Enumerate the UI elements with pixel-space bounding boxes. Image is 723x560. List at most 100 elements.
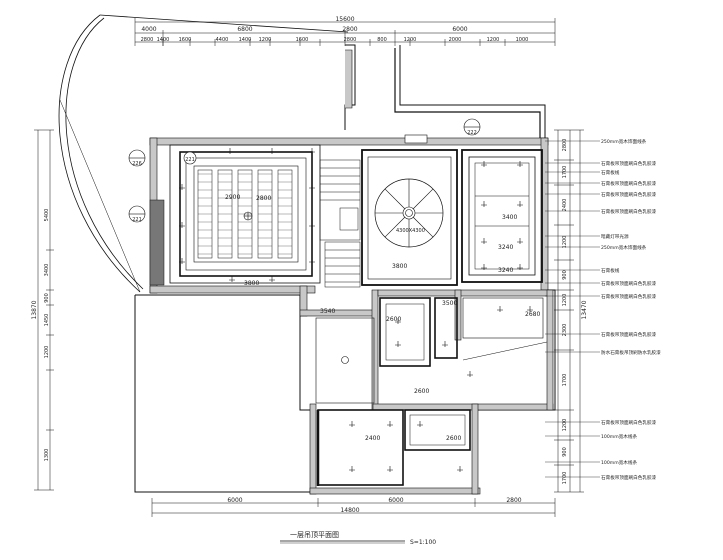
downlight-icon: [387, 421, 393, 427]
note-text: 石膏板吊顶面刷白色乳胶漆: [601, 419, 657, 426]
material-notes: 250mm宽木饰面线条石膏板吊顶面刷白色乳胶漆石膏板线石膏板吊顶面刷白色乳胶漆石…: [545, 138, 661, 481]
note-text: 100mm宽木线条: [601, 433, 637, 440]
dome-rib: [384, 217, 405, 238]
dim-label: 1700: [562, 472, 568, 485]
downlight-icon: [517, 201, 523, 207]
downlight-icon: [387, 466, 393, 472]
drawing-title: 一层吊顶平面图: [290, 531, 339, 539]
downlight-icon: [179, 258, 185, 264]
living-room-lights: [243, 211, 253, 221]
downlight-icon: [349, 421, 355, 427]
dim-label: 1200: [44, 346, 50, 359]
room-height-label: 2680: [525, 311, 540, 318]
note-text: 石膏板吊顶面刷白色乳胶漆: [601, 208, 657, 215]
right-row-labels: 2800 1700 2400 1200 900 1200 2300 1700 1…: [562, 139, 568, 485]
drawing-scale: S=1:100: [410, 539, 436, 546]
note-text: 暗藏灯带光源: [601, 233, 629, 240]
dim-label: 2800: [562, 139, 568, 152]
dim-label: 4000: [141, 26, 156, 33]
dim-label: 1450: [44, 314, 50, 327]
dim-label: 1200: [404, 37, 417, 43]
bottom-total-dim: 14800: [340, 507, 359, 514]
pendant-light-icon: [341, 356, 349, 364]
downlight-icon: [309, 258, 315, 264]
note-text: 石膏板吊顶面刷白色乳胶漆: [601, 180, 657, 187]
dome-size-label: 4300X4300: [396, 228, 425, 234]
curved-bay: [58, 14, 349, 293]
downlight-icon: [481, 161, 487, 167]
note-text: 石膏板线: [601, 169, 620, 176]
dim-label: 800: [377, 37, 387, 43]
downlight-icon: [179, 184, 185, 190]
note-text: 250mm宽木饰面线条: [601, 138, 647, 145]
room-height-label: 3500: [442, 300, 457, 307]
callout-label: 222: [467, 130, 477, 136]
dome-room: [361, 149, 458, 286]
note-text: 石膏板吊顶面刷白色乳胶漆: [601, 293, 657, 300]
note-text: 100mm宽木线条: [601, 459, 637, 466]
downlight-icon: [497, 306, 503, 312]
top-total-dim: 15600: [335, 16, 354, 23]
left-row-labels: 5400 3400 900 1450 1200 1300: [44, 209, 50, 462]
left-dimensions: [34, 129, 54, 491]
dome-ribs: [375, 179, 443, 247]
dim-label: 1200: [562, 294, 568, 307]
downlight-icon: [517, 264, 523, 270]
dim-label: 2800: [141, 37, 154, 43]
dim-label: 3400: [44, 264, 50, 277]
dim-label: 2800: [506, 497, 521, 504]
dim-label: 1200: [562, 419, 568, 432]
downlight-icon: [517, 161, 523, 167]
downlight-icon: [395, 341, 401, 347]
downlight-icon: [417, 421, 423, 427]
staircase: [319, 159, 361, 288]
note-text: 250mm宽木饰面线条: [601, 244, 647, 251]
bottom-dimensions: [151, 498, 556, 517]
dim-label: 6000: [452, 26, 467, 33]
downlight-icon: [269, 276, 275, 282]
dome-rib: [413, 188, 434, 209]
dome-rib: [413, 217, 434, 238]
dim-label: 900: [562, 270, 568, 280]
light-fixtures: [179, 148, 533, 472]
dim-label: 6000: [227, 497, 242, 504]
dim-label: 1400: [239, 37, 252, 43]
chimney: [404, 134, 428, 144]
note-text: 石膏板吊顶面刷白色乳胶漆: [601, 160, 657, 167]
room-height-label: 2400: [365, 435, 380, 442]
dim-label: 2800: [342, 26, 357, 33]
dim-label: 1200: [562, 236, 568, 249]
room-height-label: 2600: [446, 435, 461, 442]
left-total-dim: 13870: [31, 300, 38, 319]
right-dimensions: [554, 129, 584, 493]
note-text: 石膏板线: [601, 267, 620, 274]
downlight-icon: [269, 148, 275, 154]
callout-label: 221: [132, 217, 142, 223]
dim-label: 900: [44, 293, 50, 303]
dim-label: 1000: [516, 37, 529, 43]
title-block: 一层吊顶平面图 S=1:100: [280, 531, 436, 546]
downlight-icon: [527, 306, 533, 312]
room-height-label: 2800: [256, 195, 271, 202]
section-callouts: [128, 118, 481, 223]
downlight-icon: [481, 238, 487, 244]
downlight-icon: [517, 238, 523, 244]
right-total-dim: 13470: [581, 300, 588, 319]
lower-rooms: [315, 297, 548, 486]
downlight-icon: [481, 201, 487, 207]
dim-label: 6000: [388, 497, 403, 504]
dim-label: 900: [562, 447, 568, 457]
downlight-icon: [309, 222, 315, 228]
room-height-label: 3400: [502, 214, 517, 221]
top-dimensions: [134, 18, 556, 46]
top-row1-labels: 4000 6800 2800 6000: [141, 26, 467, 33]
dim-label: 2300: [562, 324, 568, 337]
note-text: 石膏板吊顶面刷白色乳胶漆: [601, 474, 657, 481]
room-height-label: 3240: [498, 244, 513, 251]
downlight-icon: [467, 371, 473, 377]
room-height-label: 3800: [244, 280, 259, 287]
dim-label: 1600: [296, 37, 309, 43]
downlight-icon: [227, 148, 233, 154]
